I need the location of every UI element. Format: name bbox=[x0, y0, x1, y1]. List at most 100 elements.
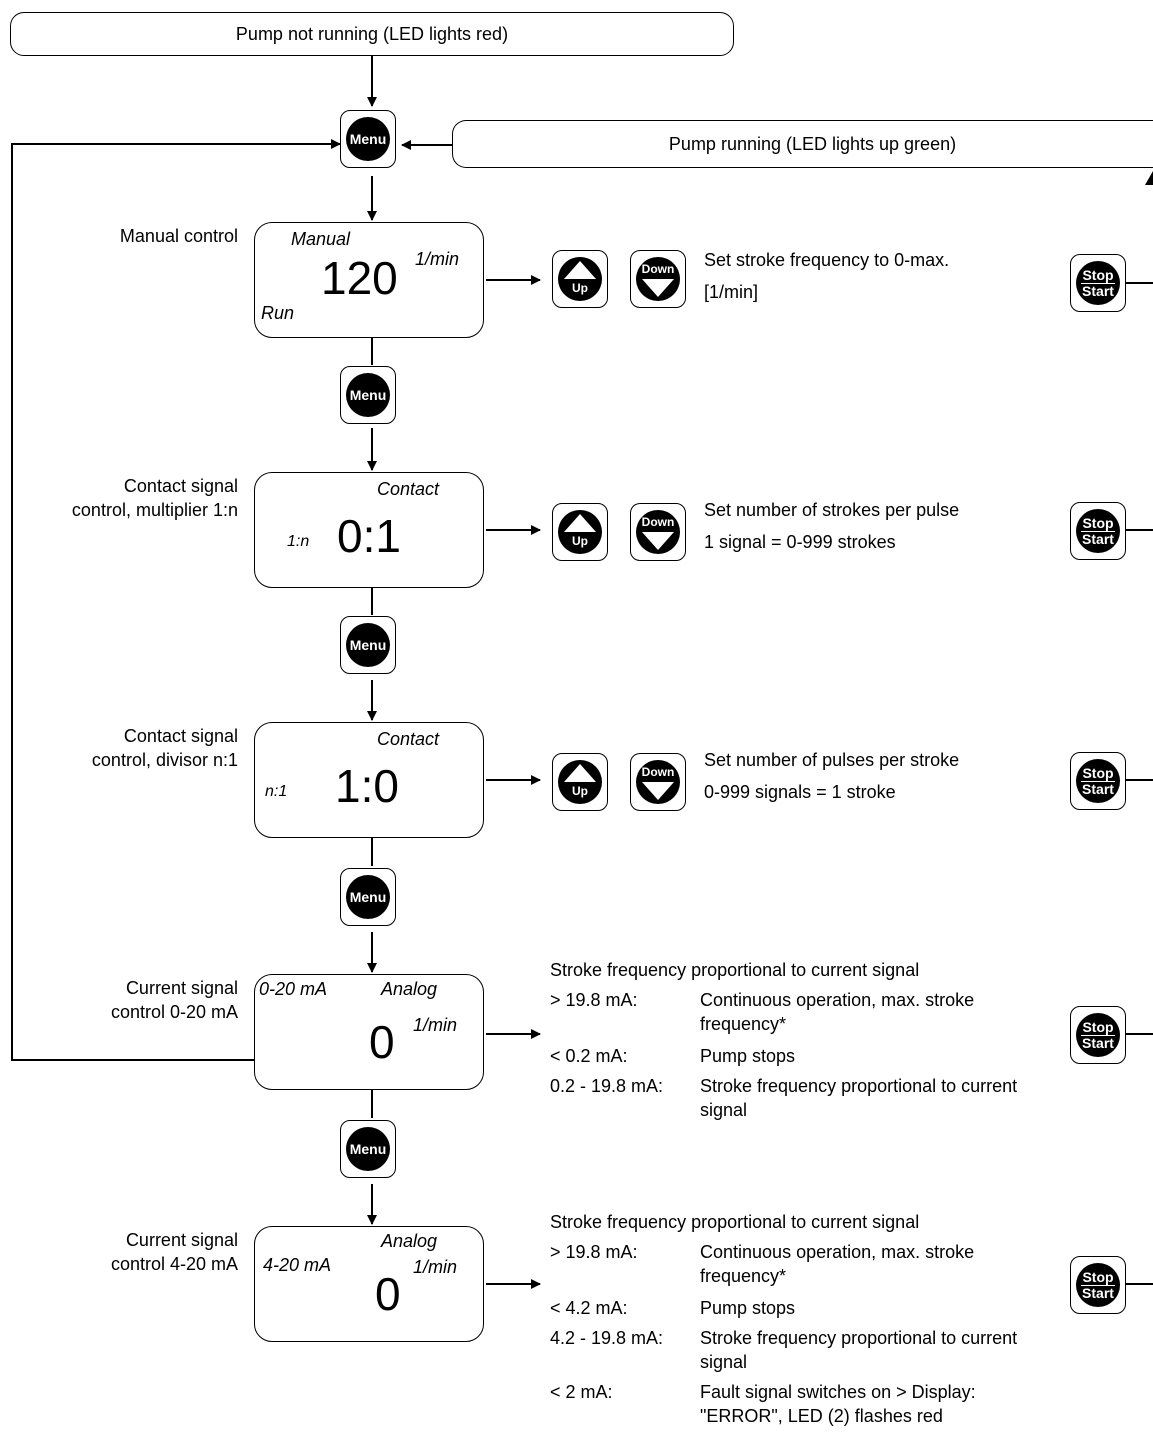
up-label: Up bbox=[572, 784, 588, 798]
stop-label: Stop bbox=[1081, 266, 1115, 284]
up-arrow-icon: Up bbox=[558, 257, 602, 301]
down-label: Down bbox=[641, 515, 675, 529]
menu-label: Menu bbox=[349, 889, 387, 905]
display-current-0-20: 0-20 mA Analog 0 1/min bbox=[254, 974, 484, 1090]
mode-label-contact-divisor: Contact signal control, divisor n:1 bbox=[0, 724, 238, 772]
display-contact-divisor: Contact n:1 1:0 bbox=[254, 722, 484, 838]
mode-label-line: control 0-20 mA bbox=[110, 1002, 238, 1022]
condition-key: > 19.8 mA: bbox=[550, 990, 638, 1010]
mode-label-line: control, multiplier 1:n bbox=[71, 500, 238, 520]
condition-value: Pump stops bbox=[700, 1298, 796, 1318]
stop-start-icon: Stop Start bbox=[1076, 759, 1120, 803]
conditions-title: Stroke frequency proportional to current… bbox=[550, 1212, 920, 1232]
up-arrow-icon: Up bbox=[558, 760, 602, 804]
display-left-label: 0-20 mA bbox=[259, 979, 328, 999]
conditions-title: Stroke frequency proportional to current… bbox=[550, 960, 920, 980]
menu-button[interactable]: Menu bbox=[340, 616, 396, 674]
mode-description: Set stroke frequency to 0-max. [1/min] bbox=[704, 248, 949, 304]
display-top-label: Manual bbox=[291, 229, 351, 249]
condition-key: > 19.8 mA: bbox=[550, 1242, 638, 1262]
stop-label: Stop bbox=[1081, 514, 1115, 532]
display-value: 0 bbox=[375, 1268, 401, 1320]
display-top-label: Analog bbox=[381, 1231, 438, 1251]
condition-key: 4.2 - 19.8 mA: bbox=[550, 1328, 664, 1348]
menu-button[interactable]: Menu bbox=[340, 1120, 396, 1178]
up-button[interactable]: Up bbox=[552, 250, 608, 308]
display-unit: 1/min bbox=[415, 249, 460, 269]
down-button[interactable]: Down bbox=[630, 503, 686, 561]
display-contact-multiplier: Contact 1:n 0:1 bbox=[254, 472, 484, 588]
mode-description: Set number of pulses per stroke 0-999 si… bbox=[704, 748, 959, 804]
down-button[interactable]: Down bbox=[630, 753, 686, 811]
up-arrow-icon: Up bbox=[558, 510, 602, 554]
menu-label: Menu bbox=[349, 387, 387, 403]
stop-label: Stop bbox=[1081, 1268, 1115, 1286]
mode-label-line: control, divisor n:1 bbox=[91, 750, 238, 770]
display-unit: 1/min bbox=[413, 1015, 458, 1035]
condition-key: 0.2 - 19.8 mA: bbox=[550, 1076, 664, 1096]
menu-label: Menu bbox=[349, 131, 387, 147]
start-label: Start bbox=[1082, 780, 1114, 797]
description-line: Set number of strokes per pulse bbox=[704, 500, 960, 520]
down-arrow-icon: Down bbox=[636, 257, 680, 301]
stop-start-button[interactable]: Stop Start bbox=[1070, 502, 1126, 560]
description-line: Set number of pulses per stroke bbox=[704, 750, 960, 770]
mode-label-current-4-20: Current signal control 4-20 mA bbox=[0, 1228, 238, 1276]
condition-value: Pump stops bbox=[700, 1046, 796, 1066]
condition-value: Fault signal switches on > Display: "ERR… bbox=[700, 1382, 976, 1426]
display-top-label: Contact bbox=[377, 479, 440, 499]
start-label: Start bbox=[1082, 282, 1114, 299]
pump-not-running-banner: Pump not running (LED lights red) bbox=[10, 12, 734, 56]
stop-start-icon: Stop Start bbox=[1076, 509, 1120, 553]
mode-label-contact-multiplier: Contact signal control, multiplier 1:n bbox=[0, 474, 238, 522]
condition-key: < 4.2 mA: bbox=[550, 1298, 628, 1318]
down-label: Down bbox=[641, 262, 675, 276]
condition-key: < 2 mA: bbox=[550, 1382, 613, 1402]
description-line: Set stroke frequency to 0-max. bbox=[704, 250, 950, 270]
mode-label-line: Current signal bbox=[125, 978, 238, 998]
condition-value: Continuous operation, max. stroke freque… bbox=[700, 1242, 975, 1286]
mode-label-line: control 4-20 mA bbox=[110, 1254, 238, 1274]
display-left-label: 1:n bbox=[287, 533, 310, 550]
up-button[interactable]: Up bbox=[552, 503, 608, 561]
mode-label-line: Current signal bbox=[125, 1230, 238, 1250]
up-label: Up bbox=[572, 281, 588, 295]
condition-value: Continuous operation, max. stroke freque… bbox=[700, 990, 975, 1034]
display-left-label: Run bbox=[261, 303, 295, 323]
stop-start-icon: Stop Start bbox=[1076, 1263, 1120, 1307]
stop-start-button[interactable]: Stop Start bbox=[1070, 752, 1126, 810]
stop-start-button[interactable]: Stop Start bbox=[1070, 254, 1126, 312]
display-top-label: Contact bbox=[377, 729, 440, 749]
description-line: 1 signal = 0-999 strokes bbox=[704, 532, 896, 552]
description-line: 0-999 signals = 1 stroke bbox=[704, 782, 896, 802]
pump-running-banner: Pump running (LED lights up green) bbox=[452, 120, 1153, 168]
display-value: 0 bbox=[369, 1016, 395, 1068]
start-label: Start bbox=[1082, 530, 1114, 547]
display-value: 120 bbox=[321, 252, 398, 304]
menu-label: Menu bbox=[349, 1141, 387, 1157]
mode-label-current-0-20: Current signal control 0-20 mA bbox=[0, 976, 238, 1024]
menu-icon: Menu bbox=[346, 117, 390, 161]
down-label: Down bbox=[641, 765, 675, 779]
display-left-label: n:1 bbox=[265, 783, 288, 800]
start-label: Start bbox=[1082, 1034, 1114, 1051]
stop-start-icon: Stop Start bbox=[1076, 1013, 1120, 1057]
up-button[interactable]: Up bbox=[552, 753, 608, 811]
start-label: Start bbox=[1082, 1284, 1114, 1301]
up-label: Up bbox=[572, 534, 588, 548]
condition-value: Stroke frequency proportional to current… bbox=[700, 1076, 1018, 1120]
menu-button[interactable]: Menu bbox=[340, 110, 396, 168]
menu-icon: Menu bbox=[346, 623, 390, 667]
description-line: [1/min] bbox=[704, 282, 759, 302]
mode-label-line: Manual control bbox=[119, 226, 238, 246]
menu-icon: Menu bbox=[346, 1127, 390, 1171]
stop-start-button[interactable]: Stop Start bbox=[1070, 1006, 1126, 1064]
mode-label-line: Contact signal bbox=[123, 726, 238, 746]
menu-button[interactable]: Menu bbox=[340, 868, 396, 926]
stop-start-button[interactable]: Stop Start bbox=[1070, 1256, 1126, 1314]
down-arrow-icon: Down bbox=[636, 510, 680, 554]
mode-label-manual: Manual control bbox=[0, 224, 238, 248]
down-button[interactable]: Down bbox=[630, 250, 686, 308]
display-left-label: 4-20 mA bbox=[263, 1255, 332, 1275]
menu-button[interactable]: Menu bbox=[340, 366, 396, 424]
